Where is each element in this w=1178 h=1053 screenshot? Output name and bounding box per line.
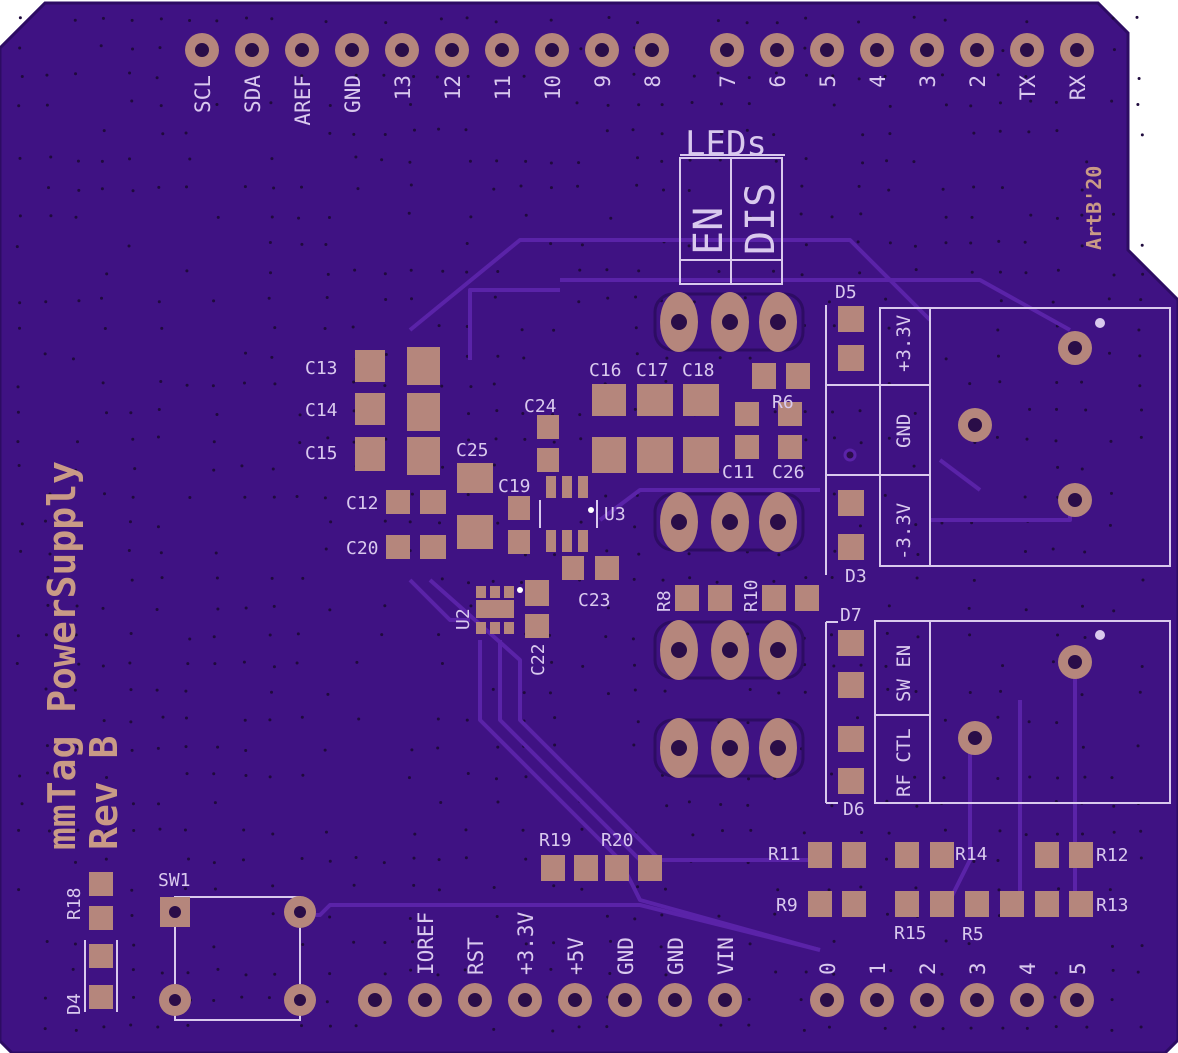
board-outline	[0, 3, 1178, 1053]
refdes-r10: R10	[741, 579, 762, 612]
refdes-r6: R6	[772, 392, 794, 413]
label-sw-en: SW EN	[893, 645, 915, 702]
sw1-switch	[159, 896, 316, 1021]
refdes-r19: R19	[539, 830, 572, 851]
bottom-header	[358, 983, 1094, 1017]
refdes-r13: R13	[1096, 895, 1129, 916]
refdes-r8: R8	[654, 590, 675, 612]
refdes-c24: C24	[524, 396, 557, 417]
refdes-c14: C14	[305, 400, 338, 421]
leds-block: LEDs EN DIS	[679, 124, 785, 285]
analog-label-4: 4	[1016, 962, 1040, 975]
refdes-c25: C25	[456, 440, 489, 461]
jumper-headers	[653, 292, 805, 778]
top-label-5: 5	[816, 75, 840, 88]
refdes-r15: R15	[894, 923, 927, 944]
label-minus-3v3: -3.3V	[893, 503, 915, 560]
refdes-d6: D6	[843, 799, 865, 820]
refdes-c12: C12	[346, 493, 379, 514]
top-label-10: 10	[541, 75, 565, 100]
refdes-c19: C19	[498, 476, 531, 497]
refdes-c17: C17	[636, 360, 669, 381]
analog-label-5: 5	[1066, 962, 1090, 975]
bottom-label-2: +3.3V	[514, 911, 538, 975]
refdes-r20: R20	[601, 830, 634, 851]
top-label-aref: AREF	[291, 75, 315, 126]
refdes-u2: U2	[453, 608, 474, 630]
leds-dis-label: DIS	[738, 183, 784, 255]
top-label-tx: TX	[1016, 75, 1040, 101]
label-gnd: GND	[893, 414, 915, 448]
bottom-label-0: IOREF	[414, 912, 438, 975]
power-terminal: +3.3V GND -3.3V	[826, 307, 1171, 567]
refdes-u3: U3	[604, 504, 626, 525]
refdes-sw1: SW1	[158, 870, 191, 891]
top-label-sda: SDA	[241, 75, 265, 113]
smd-pads	[84, 306, 1093, 1012]
top-label-scl: SCL	[191, 75, 215, 113]
board-credit: ArtB'20	[1082, 166, 1106, 250]
refdes-d3: D3	[845, 566, 867, 587]
bottom-label-1: RST	[464, 937, 488, 975]
analog-label-1: 1	[866, 962, 890, 975]
top-label-4: 4	[866, 75, 890, 88]
board-revision: Rev B	[82, 736, 126, 850]
top-label-9: 9	[591, 75, 615, 88]
bottom-label-5: GND	[664, 937, 688, 975]
leds-en-label: EN	[686, 207, 732, 255]
analog-label-0: 0	[816, 962, 840, 975]
refdes-r12: R12	[1096, 845, 1129, 866]
analog-label-3: 3	[966, 962, 990, 975]
refdes-c22: C22	[528, 643, 549, 676]
top-label-3: 3	[916, 75, 940, 88]
refdes-d4: D4	[64, 993, 85, 1015]
top-label-gnd: GND	[341, 75, 365, 113]
refdes-d5: D5	[835, 282, 857, 303]
diode-outlines	[825, 305, 838, 804]
refdes-c15: C15	[305, 443, 338, 464]
refdes-labels: C13 C14 C15 C12 C20 C25 C19 C24 C16 C17 …	[64, 282, 1129, 1015]
refdes-c16: C16	[589, 360, 622, 381]
bottom-label-6: VIN	[714, 937, 738, 975]
top-label-11: 11	[491, 75, 515, 100]
top-header	[185, 33, 1094, 67]
analog-label-2: 2	[916, 962, 940, 975]
bottom-label-3: +5V	[564, 937, 588, 975]
refdes-c26: C26	[772, 462, 805, 483]
refdes-d7: D7	[840, 605, 862, 626]
top-label-8: 8	[641, 75, 665, 88]
board-title: mmTag PowerSupply	[40, 461, 84, 850]
refdes-r18: R18	[64, 887, 85, 920]
refdes-r14: R14	[955, 844, 988, 865]
top-label-rx: RX	[1066, 75, 1090, 101]
refdes-r11: R11	[768, 844, 801, 865]
refdes-c11: C11	[722, 462, 755, 483]
bottom-label-4: GND	[614, 937, 638, 975]
control-terminal: SW EN RF CTL	[874, 620, 1171, 804]
top-label-6: 6	[766, 75, 790, 88]
top-label-7: 7	[716, 75, 740, 88]
refdes-c18: C18	[682, 360, 715, 381]
top-label-12: 12	[441, 75, 465, 100]
refdes-c23: C23	[578, 590, 611, 611]
label-plus-3v3: +3.3V	[893, 315, 915, 372]
top-label-2: 2	[966, 75, 990, 88]
refdes-r5: R5	[962, 924, 984, 945]
top-label-13: 13	[391, 75, 415, 100]
label-rf-ctl: RF CTL	[893, 728, 915, 797]
refdes-c20: C20	[346, 538, 379, 559]
refdes-c13: C13	[305, 358, 338, 379]
refdes-r9: R9	[776, 895, 798, 916]
